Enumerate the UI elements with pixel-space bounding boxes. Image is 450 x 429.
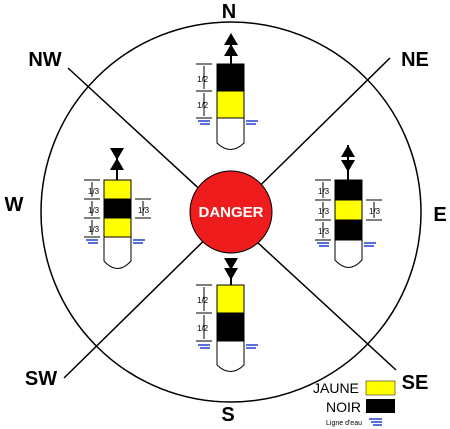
legend-waterline-label: Ligne d'eau [326,420,362,427]
measure-marks [84,179,151,238]
compass-circle [40,21,422,403]
legend: JAUNE NOIR Ligne d'eau [313,380,396,427]
band-black [334,219,363,241]
fraction-label: 1/3 [318,207,330,216]
label-se: SE [402,372,429,394]
band-yellow [216,90,245,119]
waterline-mark [198,120,258,125]
band-yellow [103,179,132,200]
topmark-cone-up [341,145,355,157]
fraction-label: 1/2 [197,75,209,84]
danger-circle [189,170,273,254]
topmark-cone-down [224,268,238,280]
topmark-cone-down [341,160,355,172]
waterline-mark [198,344,258,349]
measure-marks [196,63,212,119]
fraction-label: 1/3 [318,187,330,196]
band-black [216,63,245,92]
east-cardinal-buoy: 1/3 1/3 1/3 1/3 [315,145,382,268]
fraction-label: 1/2 [197,324,209,333]
legend-yellow-label: JAUNE [313,380,359,396]
west-cardinal-buoy: 1/3 1/3 1/3 1/3 [84,148,151,269]
danger-label: DANGER [198,204,263,221]
label-n: N [222,1,236,23]
label-e: E [433,204,446,226]
topmark-cone-up [224,44,238,56]
legend-yellow-swatch [365,380,396,396]
measure-marks [315,179,382,241]
band-yellow [216,284,245,314]
band-black [334,179,363,201]
legend-black-label: NOIR [326,399,361,415]
buoy-hull [103,236,132,269]
band-yellow [334,199,363,221]
label-s: S [221,404,234,426]
north-cardinal-buoy: 1/2 1/2 [196,33,258,150]
topmark-cone-down [110,148,124,160]
waterline-mark [317,242,376,247]
legend-black-swatch [366,399,395,413]
band-yellow [103,217,132,238]
topmark-cone-up [224,33,238,45]
label-nw: NW [28,49,61,71]
fraction-label: 1/3 [88,206,100,215]
fraction-label: 1/3 [88,187,100,196]
fraction-label: 1/2 [197,296,209,305]
buoy-hull [334,239,363,268]
fraction-label: 1/3 [138,206,150,215]
buoy-hull [216,117,245,150]
label-sw: SW [25,368,57,390]
band-black [103,198,132,219]
legend-waterline-icon [369,418,382,426]
buoy-hull [216,340,245,372]
fraction-label: 1/2 [197,101,209,110]
south-cardinal-buoy: 1/2 1/2 [196,258,258,372]
fraction-label: 1/3 [369,207,381,216]
topmark-cone-down [224,258,238,270]
label-w: W [5,194,24,216]
fraction-label: 1/3 [88,225,100,234]
waterline-mark [86,239,145,244]
topmark-cone-up [110,158,124,170]
measure-marks [196,284,212,342]
label-ne: NE [401,49,429,71]
band-black [216,312,245,342]
fraction-label: 1/3 [318,227,330,236]
